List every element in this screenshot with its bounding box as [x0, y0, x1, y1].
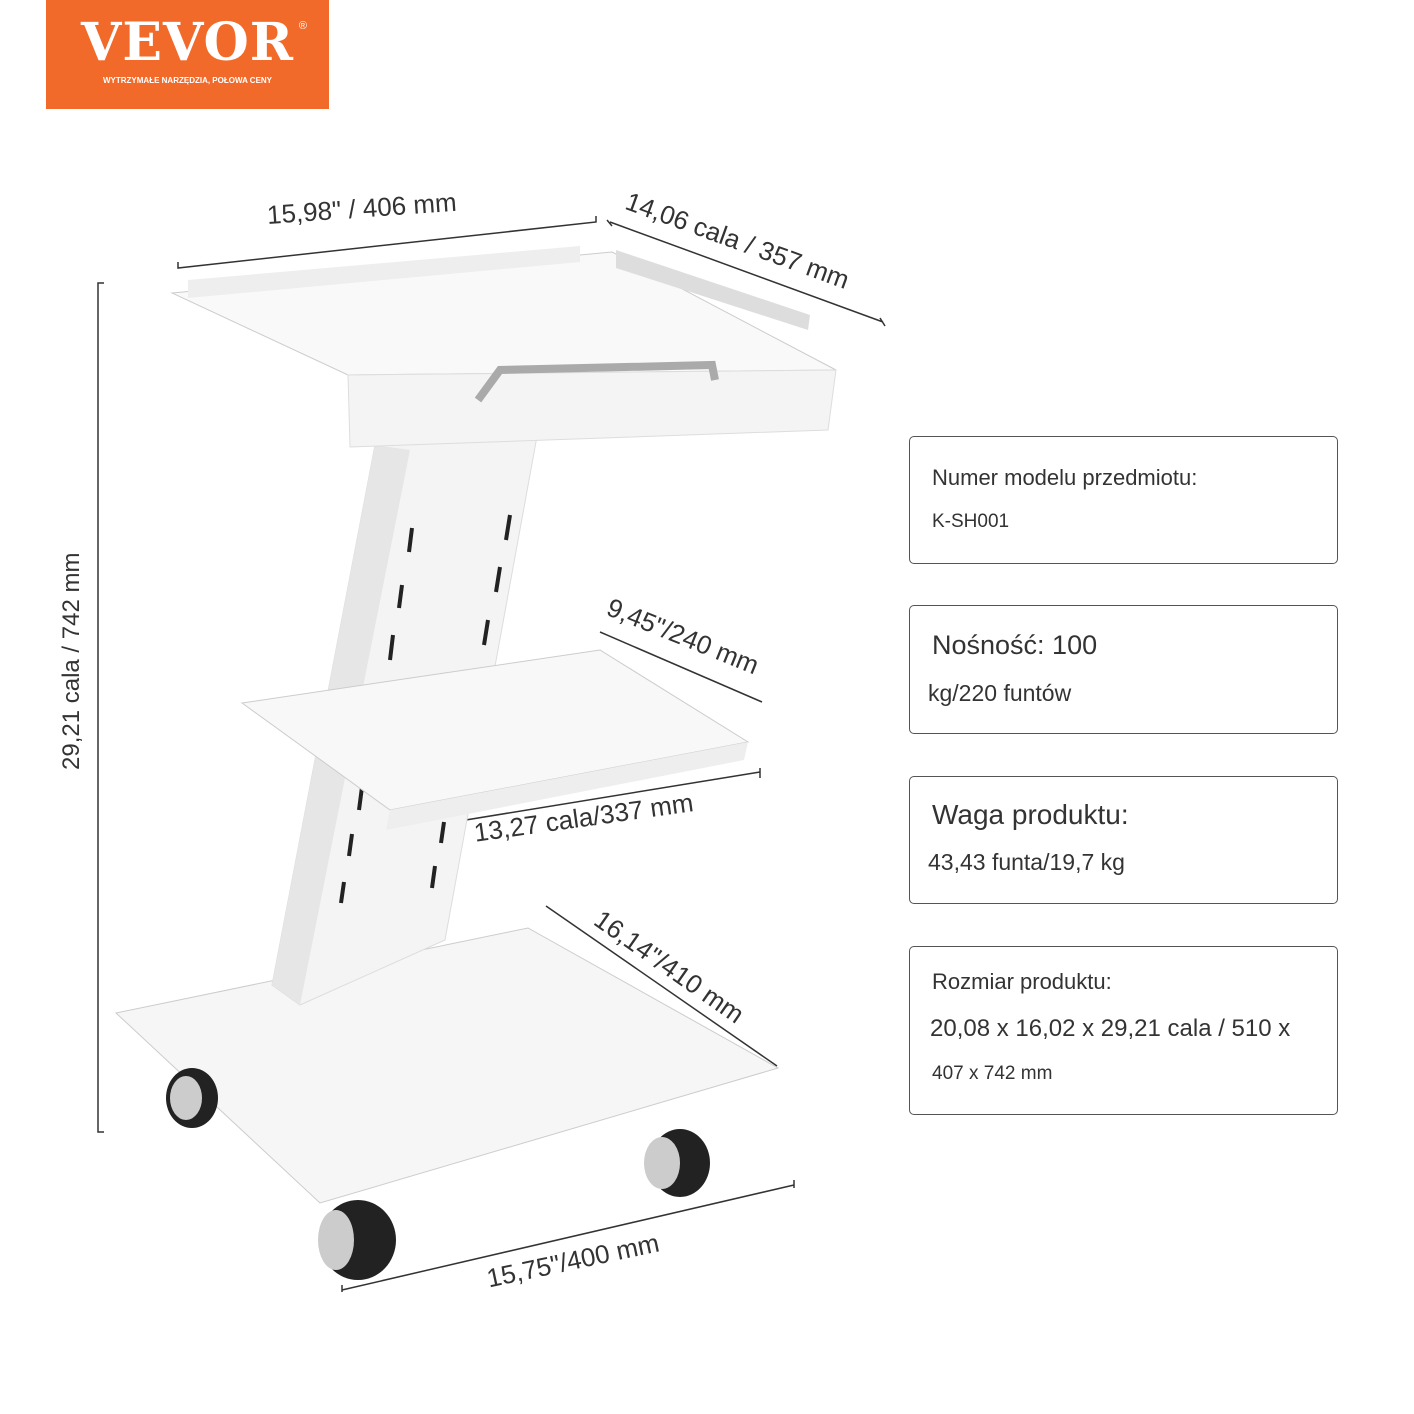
logo-tagline: WYTRZYMAŁE NARZĘDZIA, POŁOWA CENY — [102, 76, 273, 85]
spec-label: Nośność: 100 — [932, 630, 1098, 660]
spec-value-continued: 407 x 742 mm — [932, 1063, 1053, 1084]
vevor-logo: VEVOR ® WYTRZYMAŁE NARZĘDZIA, POŁOWA CEN… — [46, 0, 329, 109]
wheels — [166, 1068, 710, 1280]
spec-card-weight: Waga produktu: 43,43 funta/19,7 kg — [909, 776, 1338, 904]
logo-brand: VEVOR — [81, 12, 294, 73]
spec-label: Waga produktu: — [932, 799, 1129, 830]
spec-value: kg/220 funtów — [928, 680, 1072, 706]
spec-card-capacity: Nośność: 100 kg/220 funtów — [909, 605, 1338, 734]
height-label: 29,21 cala / 742 mm — [58, 552, 85, 770]
spec-value: 20,08 x 16,02 x 29,21 cala / 510 x — [930, 1015, 1291, 1042]
spec-value: K-SH001 — [932, 511, 1010, 532]
spec-card-size: Rozmiar produktu: 20,08 x 16,02 x 29,21 … — [909, 946, 1338, 1115]
spec-label: Numer modelu przedmiotu: — [932, 465, 1198, 490]
spec-card-model: Numer modelu przedmiotu: K-SH001 — [909, 436, 1338, 564]
column-slots — [339, 514, 512, 904]
registered-mark: ® — [298, 20, 307, 32]
spec-value: 43,43 funta/19,7 kg — [928, 849, 1125, 875]
spec-label: Rozmiar produktu: — [932, 969, 1112, 994]
